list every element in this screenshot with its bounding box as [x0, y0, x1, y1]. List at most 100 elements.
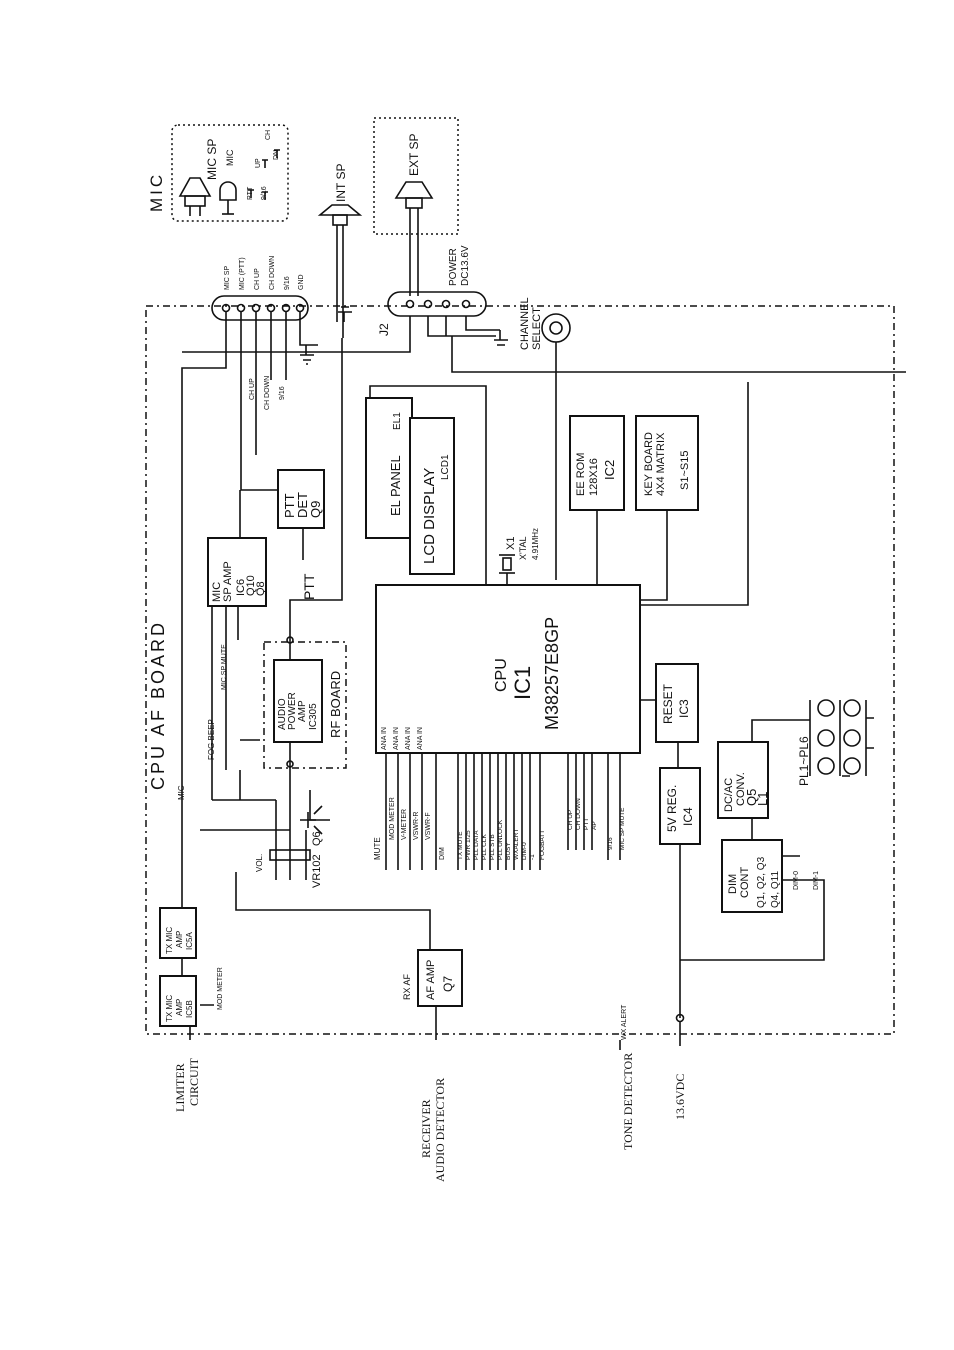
- svg-text:MIC SP MUTE: MIC SP MUTE: [619, 807, 626, 850]
- mic-signal-label: MIC: [177, 785, 186, 800]
- svg-text:PLL STB: PLL STB: [489, 834, 496, 860]
- mic-sp-amp-l2: SP AMP: [222, 561, 234, 602]
- ptt-det-line3: Q9: [308, 501, 323, 518]
- audio-amp-l4: IC305: [308, 703, 319, 730]
- audio-amp-l1: AUDIO: [277, 698, 288, 730]
- cpu-bus-wires: [457, 753, 541, 870]
- lcd-display-label: LCD DISPLAY: [421, 468, 438, 564]
- j2-label: J2: [377, 323, 391, 336]
- channel-select-inner: [549, 321, 563, 335]
- power-label: POWER: [448, 248, 459, 286]
- dim-cont-wires: [680, 855, 825, 961]
- mic-sp-amp-l5: Q8: [255, 581, 267, 596]
- cpu-ana-in-labels: ANA IN ANA IN ANA IN ANA IN: [381, 727, 424, 750]
- svg-text:ANA IN: ANA IN: [381, 727, 388, 750]
- svg-text:CH DOWN: CH DOWN: [575, 798, 582, 830]
- reset-block: [655, 663, 699, 743]
- el-panel-label: EL PANEL: [388, 455, 403, 516]
- mic-key-switches: PTT UP CH 9/16 DN: [247, 130, 280, 200]
- mic-sp-label: MIC SP: [205, 139, 219, 180]
- mic-sp-amp-wires: [211, 490, 241, 800]
- vr102-label: VR102: [311, 854, 323, 888]
- rx-af-label: RX AF: [402, 973, 412, 1000]
- ptt-det-block: [277, 469, 325, 529]
- lcd-display-block: [409, 417, 455, 575]
- dcac-l4: L1: [755, 792, 770, 806]
- channel-select-label-2: SELECT: [531, 307, 543, 350]
- q6-transistor-icon: [300, 805, 323, 835]
- lcd1-label: LCD1: [440, 454, 451, 480]
- dcac-l3: Q5: [744, 789, 759, 806]
- svg-text:UP: UP: [255, 158, 262, 168]
- cpu-bus-labels: TX MUTE PWR 1/25 PLL DATA PLL CLK PLL ST…: [457, 819, 546, 860]
- keyboard-l1: KEY BOARD: [643, 432, 655, 496]
- af-amp-l2: Q7: [441, 976, 455, 992]
- ptt-det-line1: PTT: [282, 493, 297, 518]
- mute-label: MUTE: [373, 837, 382, 860]
- cpu-ic1: IC1: [510, 666, 535, 700]
- mic-speaker-icon: [178, 177, 212, 216]
- mic-connector-pins: [221, 303, 305, 313]
- receiver-label-2: AUDIO DETECTOR: [433, 1078, 447, 1182]
- keyboard-wire: [640, 382, 749, 606]
- svg-text:-1: -1: [529, 854, 536, 860]
- svg-text:PWR 1/25: PWR 1/25: [465, 830, 472, 860]
- limiter-label: LIMITER: [173, 1063, 187, 1112]
- limiter-label-2: CIRCUIT: [187, 1057, 201, 1106]
- tx-mic-b-l1: TX MIC: [165, 995, 174, 1022]
- dim-cont-l3: Q1, Q2, Q3: [756, 856, 767, 908]
- crystal-x1: [499, 554, 515, 585]
- cpu-right-wires: [567, 753, 621, 860]
- ext-sp-label: EXT SP: [407, 134, 421, 176]
- node-a: [286, 636, 294, 644]
- mic-connector: [211, 295, 309, 321]
- svg-text:DIM: DIM: [439, 847, 446, 860]
- mic-pin-labels: MIC SP MIC (PTT) CH UP CH DOWN 9/16 GND: [224, 256, 305, 290]
- j2-connector: [387, 291, 487, 317]
- svg-text:CH UP: CH UP: [567, 810, 574, 830]
- dcac-l1: DC/AC: [723, 778, 735, 812]
- dcac-wires: [751, 719, 810, 840]
- mic-sp-amp-l3: IC6: [235, 579, 247, 596]
- svg-text:MIC SP: MIC SP: [224, 266, 231, 290]
- reset-label: RESET: [661, 683, 675, 724]
- svg-text:FOGBATT: FOGBATT: [539, 830, 546, 860]
- tx-mic-b-l3: IC5B: [185, 1000, 194, 1018]
- board-title: CPU AF BOARD: [148, 620, 168, 790]
- mic-sp-mute-label: MIC SP MUTE: [221, 644, 228, 690]
- vreg-block: [659, 767, 701, 845]
- svg-text:PLL CLK: PLL CLK: [481, 834, 488, 860]
- cpu-block: [375, 584, 641, 754]
- vreg-l2: IC4: [681, 807, 695, 826]
- ext-sp-box: [373, 117, 459, 235]
- mod-meter-label: MOD METER: [217, 967, 224, 1010]
- tx-mic-amp-b-block: [159, 975, 197, 1027]
- ext-speaker-icon: [394, 181, 434, 296]
- channel-select-label: CHANNEL: [519, 297, 531, 350]
- dcac-block: [717, 741, 769, 819]
- node-b: [286, 760, 294, 768]
- fog-beep-label: FOG BEEP: [207, 719, 216, 760]
- vol-label: VOL.: [255, 854, 264, 872]
- svg-text:DIM-0: DIM-0: [521, 842, 528, 860]
- tx-mic-a-l3: IC5A: [185, 932, 194, 950]
- svg-text:PLL UNLOCK: PLL UNLOCK: [497, 819, 504, 860]
- eeprom-l1: EE ROM: [575, 453, 587, 496]
- mic-box: [171, 124, 289, 222]
- dim-cont-l2: CONT: [739, 867, 751, 898]
- eeprom-l2: 128X16: [588, 458, 600, 496]
- ch-up-line-label: CH UP: [249, 378, 256, 400]
- mic-capsule-icon: [219, 181, 237, 215]
- int-sp-label: INT SP: [334, 164, 348, 202]
- mic-sp-amp-l4: Q10: [245, 575, 257, 596]
- pl-label: PL1~PL6: [797, 736, 811, 786]
- channel-select-knob: [541, 313, 571, 343]
- dim-cont-block: [721, 839, 783, 913]
- mic-title: MIC: [147, 172, 166, 212]
- tx-mic-a-l2: AMP: [175, 931, 184, 948]
- audio-amp-l3: AMP: [297, 700, 308, 722]
- x1-label: X1: [505, 537, 517, 550]
- dcac-l2: CONV.: [735, 772, 747, 806]
- svg-text:VSWR-R: VSWR-R: [413, 812, 420, 840]
- cpu-label: CPU: [493, 658, 510, 692]
